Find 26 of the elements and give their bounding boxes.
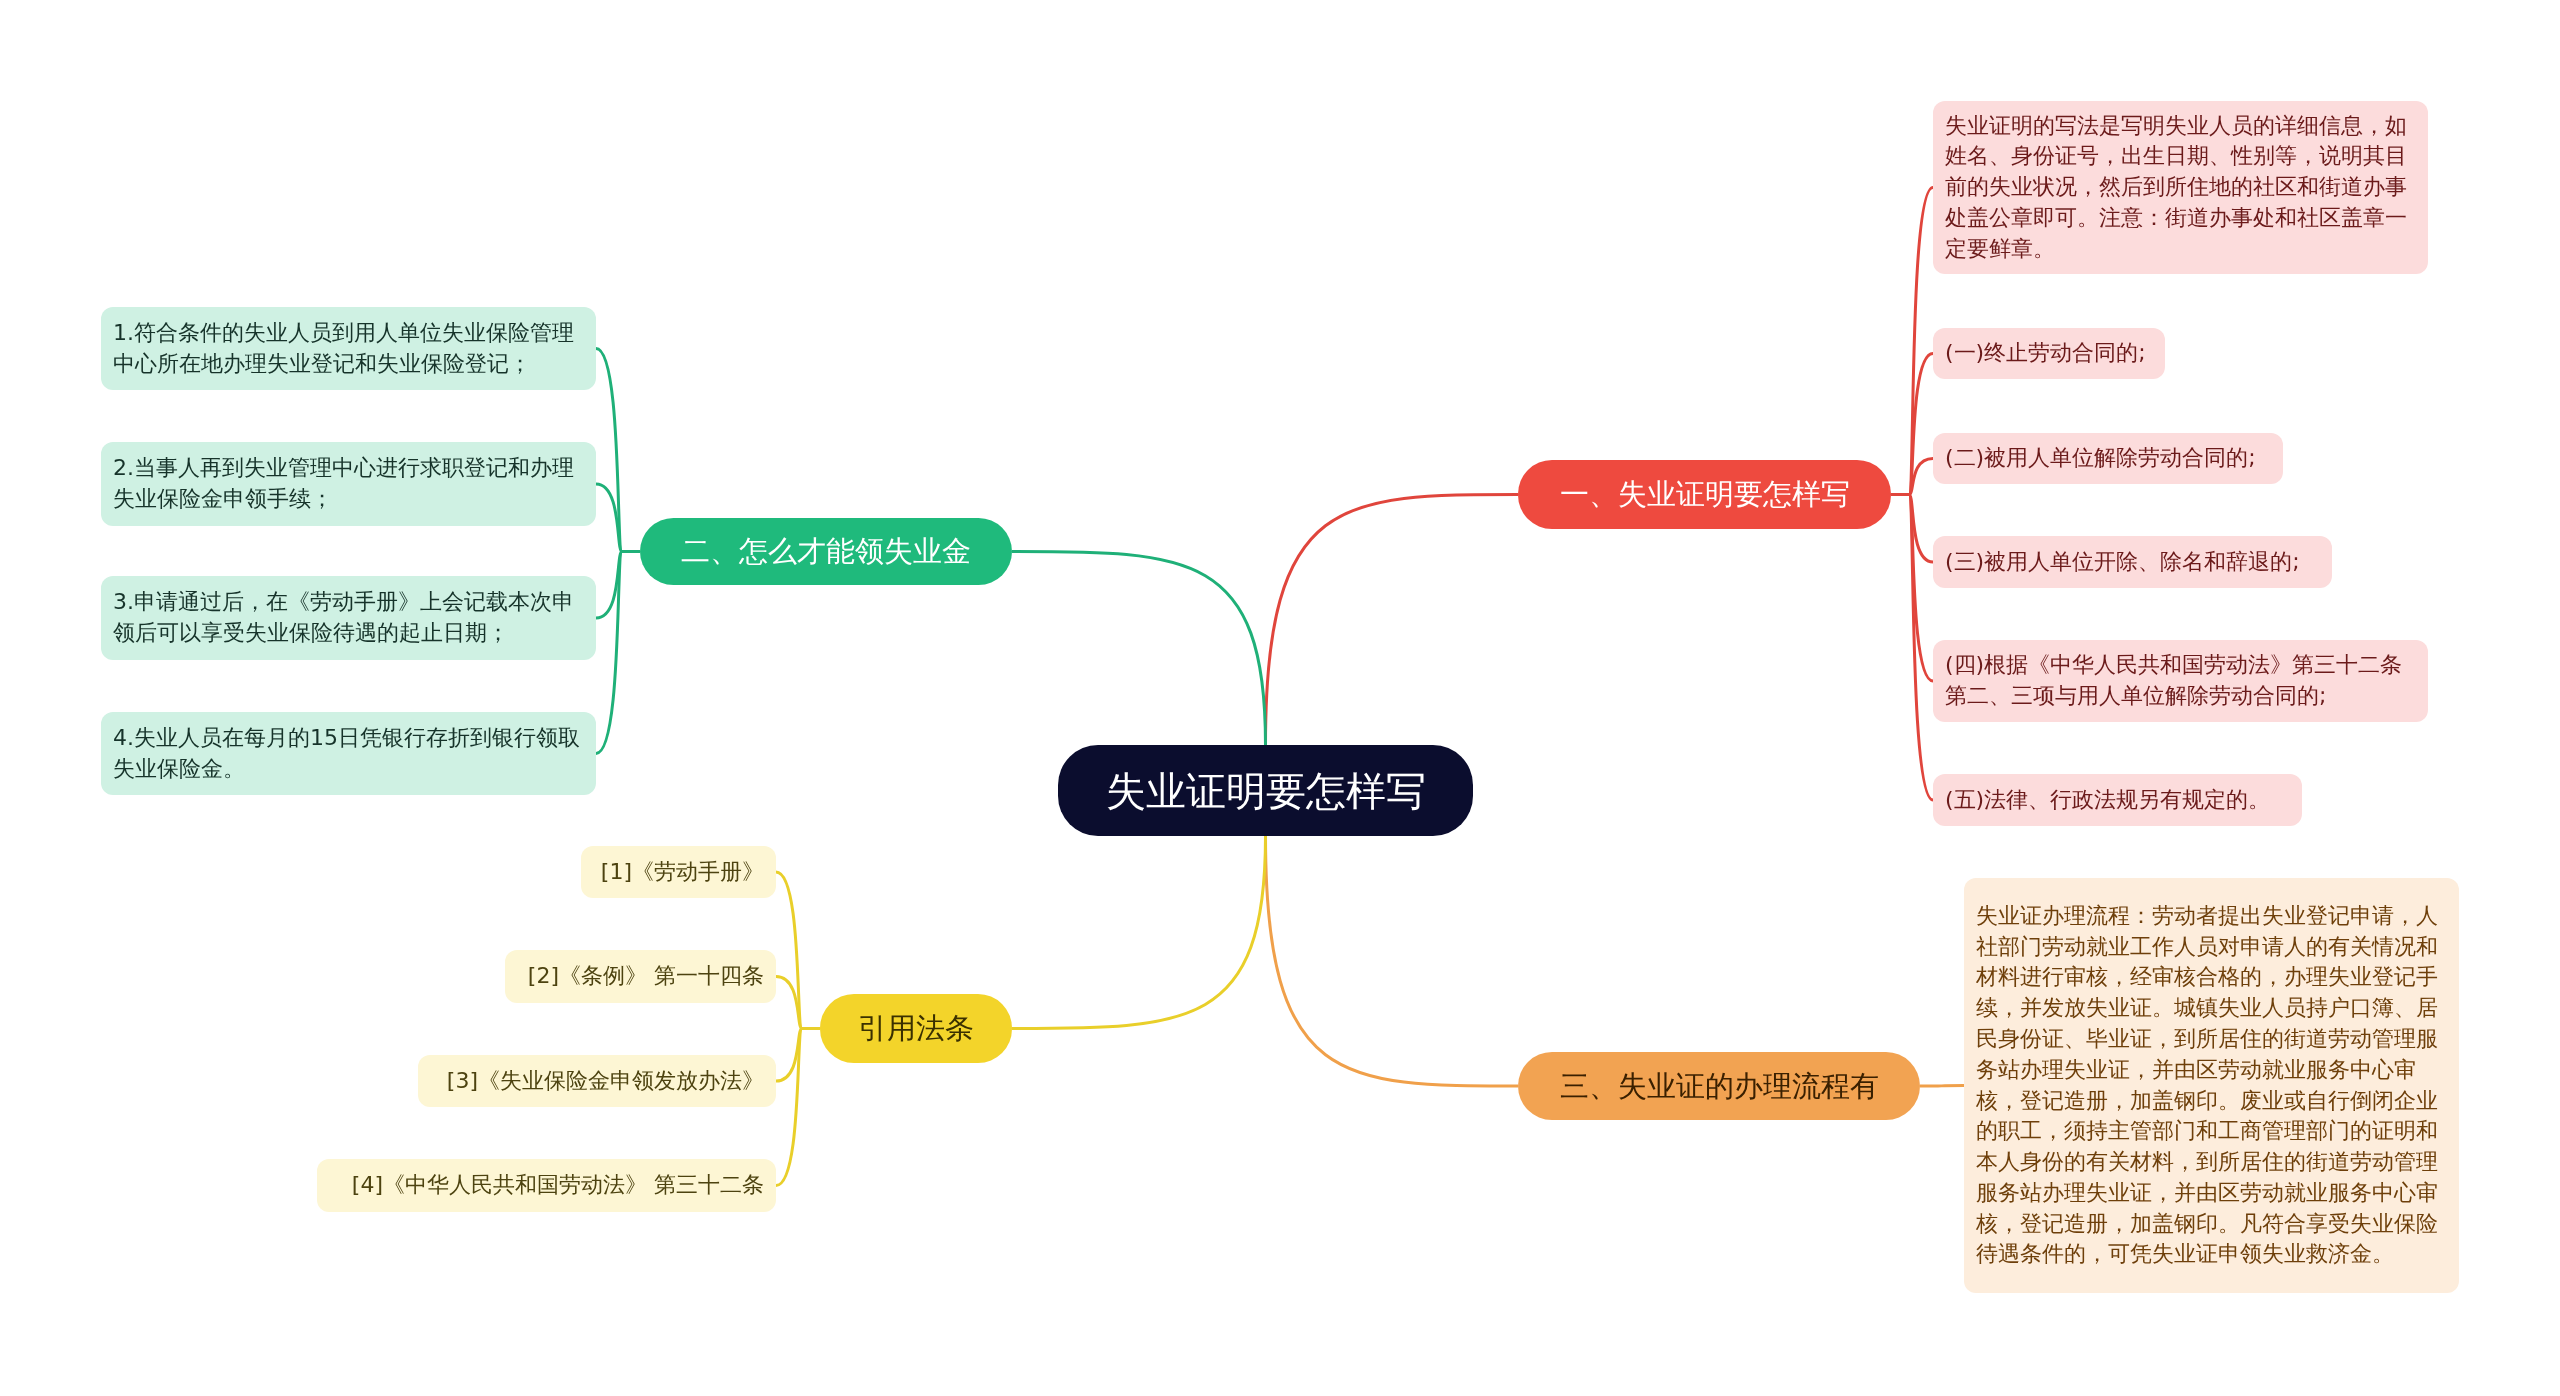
connector-line xyxy=(1012,835,1267,1030)
branch-topic: 引用法条 xyxy=(820,994,1012,1063)
branch-topic: 一、失业证明要怎样写 xyxy=(1518,460,1891,529)
leaf-card: 2.当事人再到失业管理中心进行求职登记和办理失业保险金申领手续； xyxy=(101,442,596,526)
connector-line xyxy=(595,550,640,755)
connector-line xyxy=(1891,493,1935,801)
leaf-card: [3]《失业保险金申领发放办法》 xyxy=(418,1055,776,1107)
leaf-card: (三)被用人单位开除、除名和辞退的; xyxy=(1933,536,2332,588)
leaf-card: 1.符合条件的失业人员到用人单位失业保险管理中心所在地办理失业登记和失业保险登记； xyxy=(101,307,596,390)
leaf-card: [4]《中华人民共和国劳动法》 第三十二条 xyxy=(317,1159,776,1212)
leaf-card: 失业证办理流程：劳动者提出失业登记申请，人社部门劳动就业工作人员对申请人的有关情况和材料进行审核，经审核合格的，办理失业登记手续，并发放失业证。城镇失业人员持户口簿、居民身份证、毕业证，到所居住的街道劳动管理服务站办理失业证，并由区劳动就业服务中心审核，登记造册，加盖钢印。废业或自行倒闭企业的职工，须持主管部门和工商管理部门的证明和本人身份的有关材料，到所居住的街道劳动管理服务站办理失业证，并由区劳动就业服务中心审核，登记造册，加盖钢印。凡符合享受失业保险待遇条件的，可凭失业证申领失业救济金。 xyxy=(1964,878,2459,1293)
branch-topic: 三、失业证的办理流程有 xyxy=(1518,1052,1920,1120)
connector-line xyxy=(1920,1084,1964,1088)
leaf-card: [1]《劳动手册》 xyxy=(581,846,776,898)
leaf-card: (五)法律、行政法规另有规定的。 xyxy=(1933,774,2302,826)
leaf-card: [2]《条例》 第一十四条 xyxy=(505,950,776,1003)
connector-line xyxy=(1012,550,1267,746)
leaf-card: 4.失业人员在每月的15日凭银行存折到银行领取失业保险金。 xyxy=(101,712,596,795)
connector-line xyxy=(775,1027,820,1187)
leaf-card: (一)终止劳动合同的; xyxy=(1933,328,2165,379)
leaf-card: 失业证明的写法是写明失业人员的详细信息，如姓名、身份证号，出生日期、性别等，说明其目前的失业状况，然后到所住地的社区和街道办事处盖公章即可。注意：街道办事处和社区盖章一定要鲜章。 xyxy=(1933,101,2428,274)
central-topic: 失业证明要怎样写 xyxy=(1058,745,1473,836)
leaf-card: 3.申请通过后，在《劳动手册》上会记载本次申领后可以享受失业保险待遇的起止日期； xyxy=(101,576,596,660)
branch-topic: 二、怎么才能领失业金 xyxy=(640,518,1012,585)
leaf-card: (二)被用人单位解除劳动合同的; xyxy=(1933,433,2283,484)
leaf-card: (四)根据《中华人民共和国劳动法》第三十二条第二、三项与用人单位解除劳动合同的; xyxy=(1933,640,2428,722)
